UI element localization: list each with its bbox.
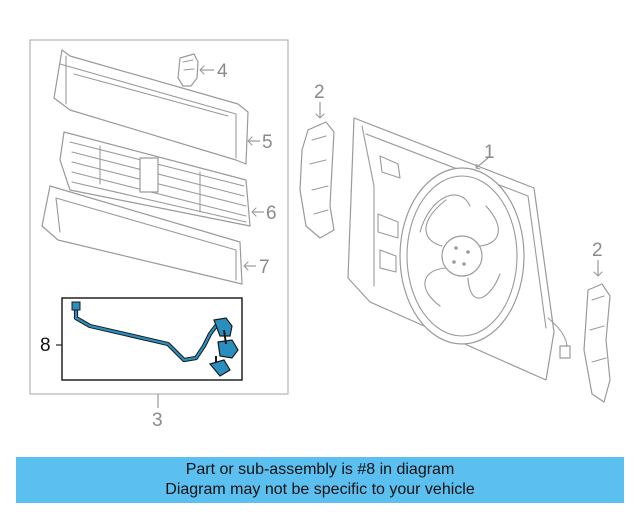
shutter-assembly-frame — [29, 39, 289, 395]
callout-6: 6 — [266, 203, 277, 224]
fan-shroud-part — [347, 117, 571, 381]
info-banner: Part or sub-assembly is #8 in diagram Di… — [16, 457, 624, 503]
shutter-grille-part — [59, 131, 251, 227]
callout-8: 8 — [40, 335, 51, 356]
callout-7: 7 — [259, 257, 270, 278]
callout-1: 1 — [484, 142, 495, 163]
upper-deflector-part — [53, 49, 249, 165]
callout-5: 5 — [262, 132, 273, 153]
lower-deflector-part — [41, 185, 243, 285]
callout-4: 4 — [217, 61, 228, 82]
bracket-right-part — [583, 283, 611, 403]
callout-2-right: 2 — [592, 240, 603, 261]
callout-3: 3 — [152, 410, 163, 431]
banner-line-2: Diagram may not be specific to your vehi… — [165, 481, 475, 498]
wiring-harness-part — [71, 301, 239, 377]
clip-part — [177, 53, 199, 87]
bracket-upper-part — [299, 121, 335, 239]
banner-line-1: Part or sub-assembly is #8 in diagram — [185, 461, 455, 478]
callout-2-upper: 2 — [314, 82, 325, 103]
